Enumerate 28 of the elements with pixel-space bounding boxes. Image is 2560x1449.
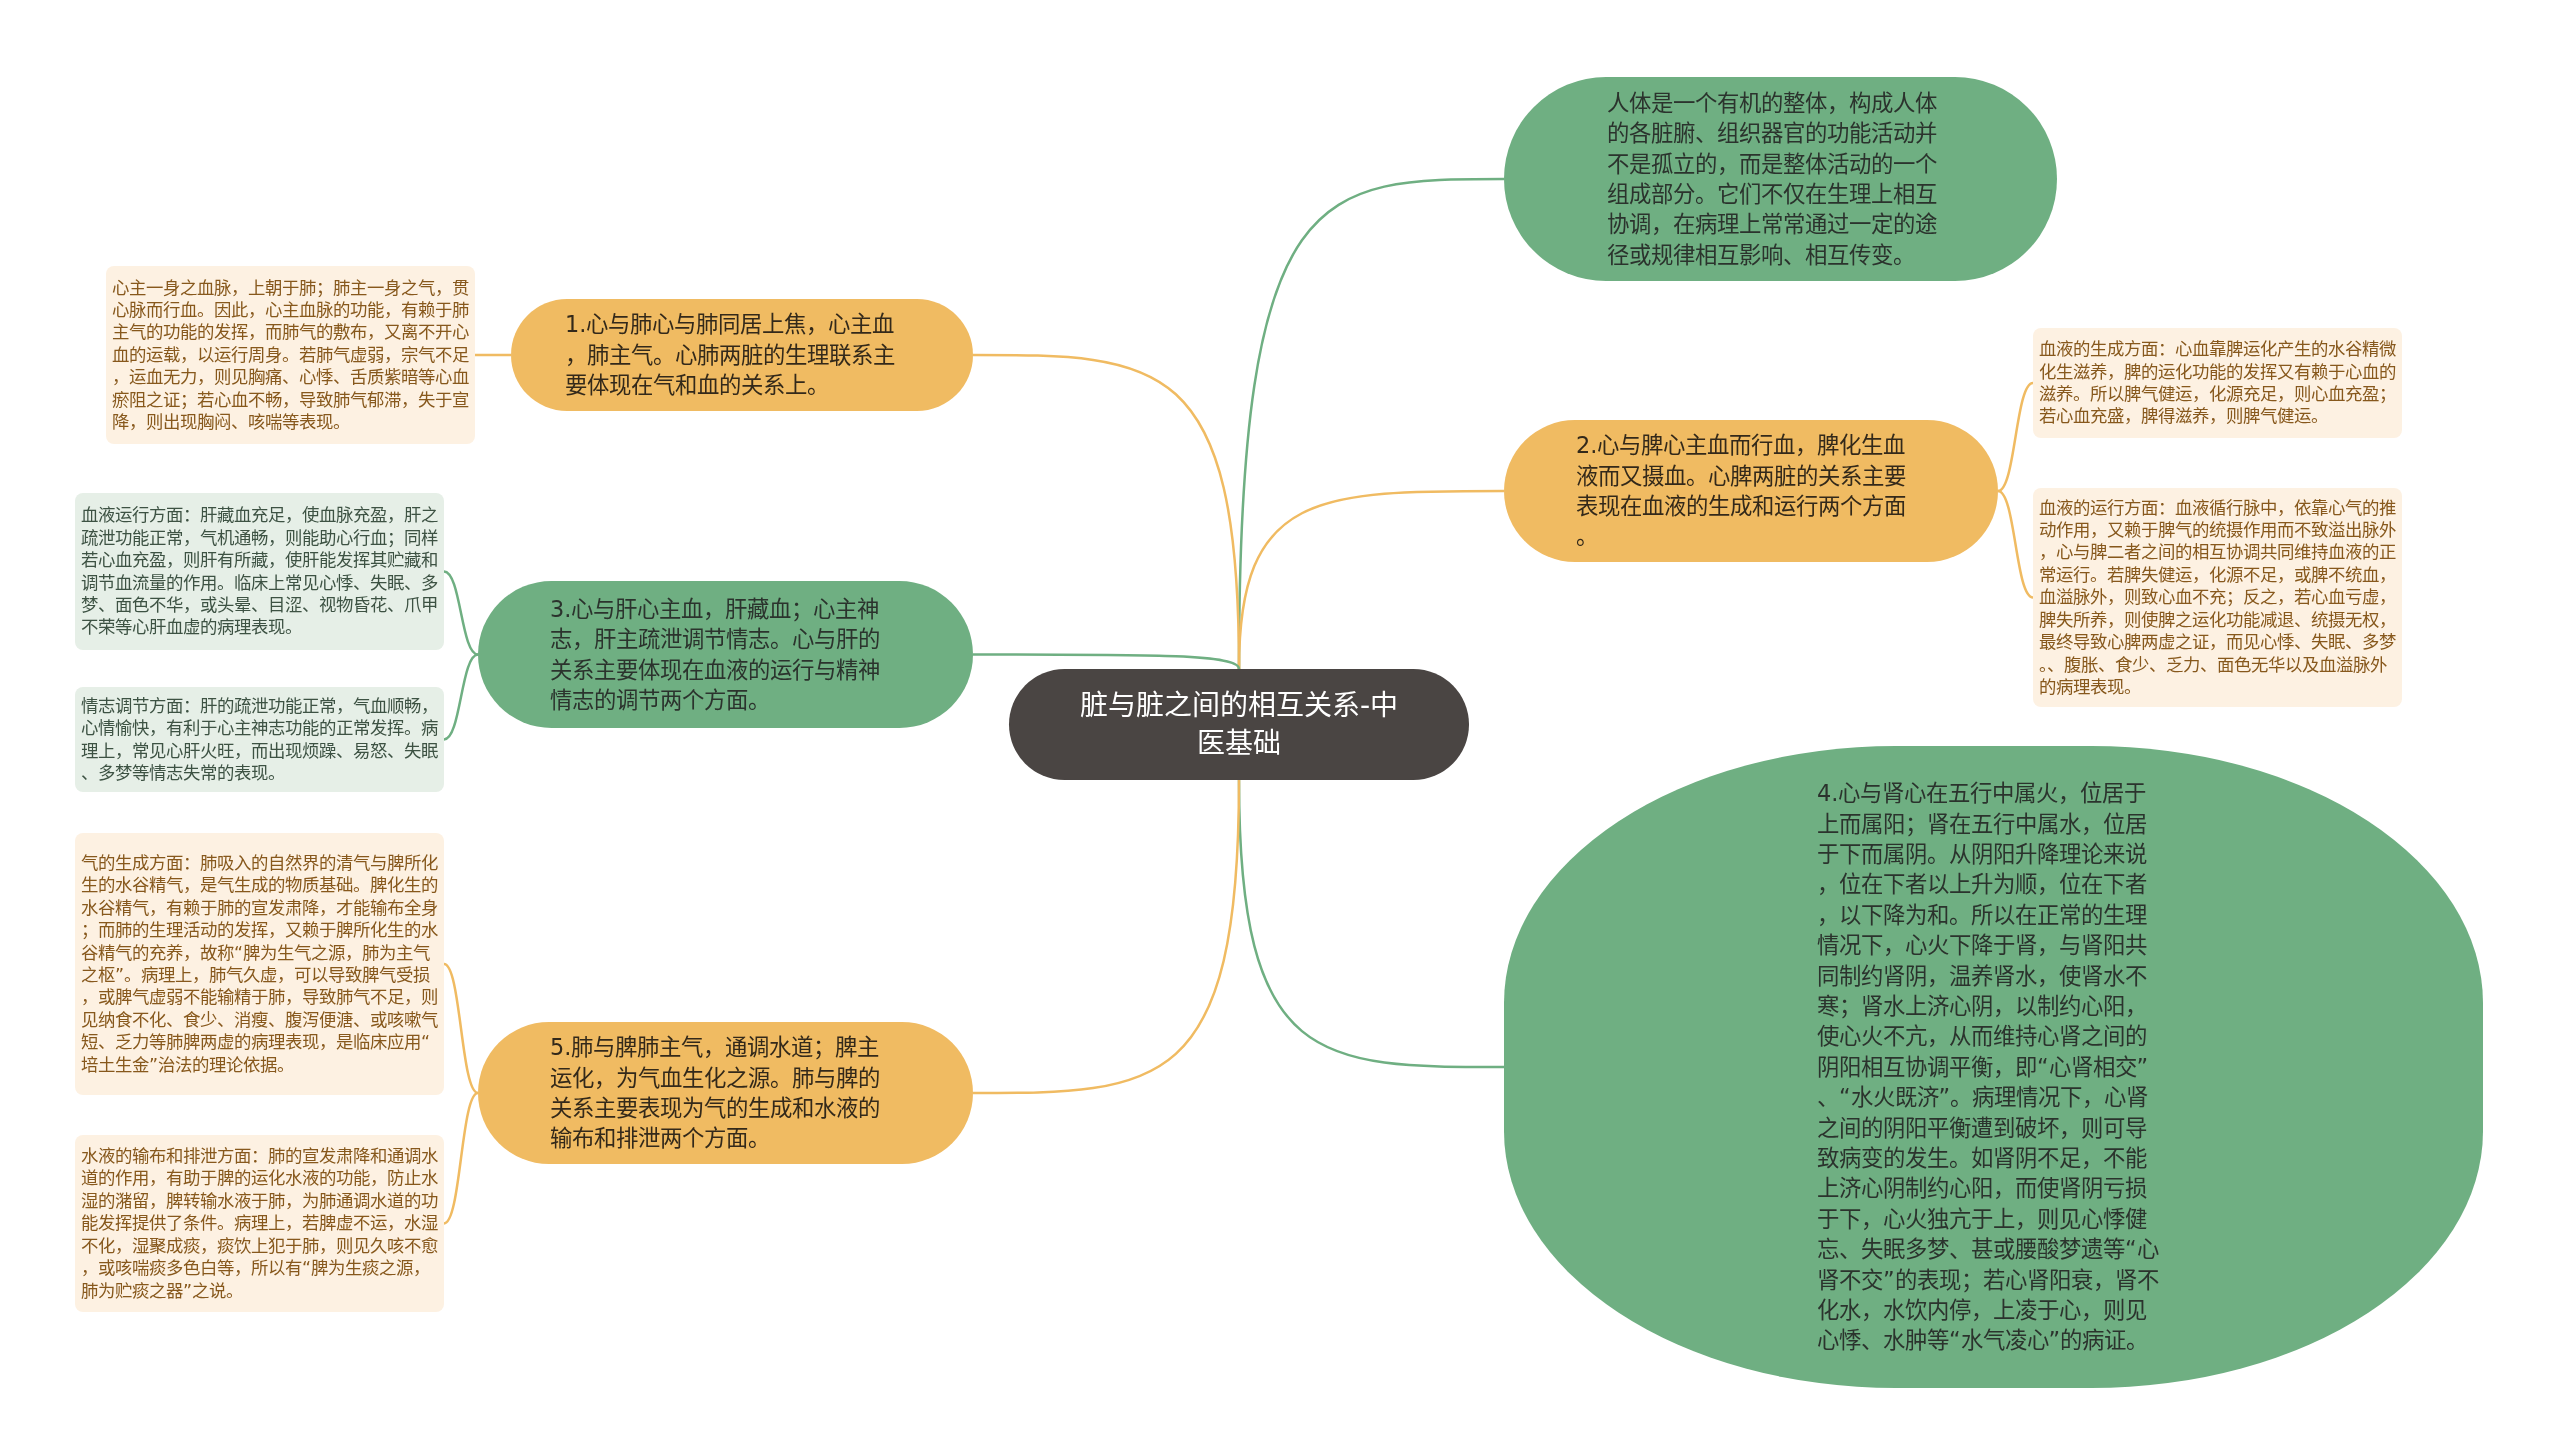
note-text: 气的生成方面：肺吸入的自然界的清气与脾所化生的水谷精气，是气生成的物质基础。脾化生的水谷精气，有赖于肺的宣发肃降，才能输布全身；而肺的生理活动的发挥，又赖于脾所化生的水谷精气的充养，故称“脾为生气之源，肺为主气之枢”。病理上，肺气久虚，可以导致脾气受损，或脾气虚弱不能输精于肺，导致肺气不足，则见纳食不化、食少、消瘦、腹泻便溏、或咳嗽气短、乏力等肺脾两虚的病理表现，是临床应用“培土生金”治法的理论依据。 bbox=[81, 851, 439, 1077]
connector-line bbox=[443, 570, 479, 656]
branch-text: 5.肺与脾肺主气，通调水道；脾主运化，为气血生化之源。肺与脾的关系主要表现为气的生成和水液的输布和排泄两个方面。 bbox=[550, 1033, 881, 1154]
branch-text: 3.心与肝心主血，肝藏血；心主神志，肝主疏泄调节情志。心与肝的关系主要体现在血液的运行与精神情志的调节两个方面。 bbox=[550, 594, 881, 715]
note-card bbox=[2033, 328, 2402, 438]
note-text: 血液的运行方面：血液循行脉中，依靠心气的推动作用，又赖于脾气的统摄作用而不致溢出脉外，心与脾二者之间的相互协调共同维持血液的正常运行。若脾失健运，化源不足，或脾不统血，血溢脉外，则致心血不充；反之，若心血亏虚，脾失所养，则使脾之运化功能减退、统摄无权，最终导致心脾两虚之证，而见心悸、失眠、多梦。、腹胀、食少、乏力、面色无华以及血溢脉外的病理表现。 bbox=[2039, 496, 2397, 699]
note-card bbox=[75, 493, 444, 650]
connector-line bbox=[443, 653, 479, 741]
connector-line bbox=[1237, 489, 1504, 670]
note-card bbox=[75, 833, 444, 1095]
connector-line bbox=[443, 962, 479, 1095]
connector-line bbox=[1997, 381, 2034, 493]
connector-line bbox=[1997, 489, 2034, 599]
connector-line bbox=[443, 1091, 479, 1225]
connector-line bbox=[475, 353, 511, 357]
note-text: 血液运行方面：肝藏血充足，使血脉充盈，肝之疏泄功能正常，气机通畅，则能助心行血；同样若心血充盈，则肝有所藏，使肝能发挥其贮藏和调节血流量的作用。临床上常见心悸、失眠、多梦、面色不华，或头晕、目涩、视物昏花、爪甲不荣等心肝血虚的病理表现。 bbox=[81, 504, 439, 639]
branch-text: 4.心与肾心在五行中属火，位居于上而属阳；肾在五行中属水，位居于下而属阴。从阴阳升降理论来说，位在下者以上升为顺，位在下者，以下降为和。所以在正常的生理情况下，心火下降于肾，与肾阳共同制约肾阴，温养肾水，使肾水不寒；肾水上济心阴，以制约心阳，使心火不亢，从而维持心肾之间的阴阳相互协调平衡，即“心肾相交”、“水火既济”。病理情况下，心肾之间的阴阳平衡遭到破坏，则可导致病变的发生。如肾阴不足，不能上济心阴制约心阳，而使肾阴亏损于下，心火独亢于上，则见心悸健忘、失眠多梦、甚或腰酸梦遗等“心肾不交”的表现；若心肾阳衰，肾不化水，水饮内停，上凌于心，则见心悸、水肿等“水气凌心”的病证。 bbox=[1817, 779, 2159, 1356]
note-text: 血液的生成方面：心血靠脾运化产生的水谷精微化生滋养，脾的运化功能的发挥又有赖于心血的滋养。所以脾气健运，化源充足，则心血充盈；若心血充盛，脾得滋养，则脾气健运。 bbox=[2039, 338, 2397, 428]
note-text: 情志调节方面：肝的疏泄功能正常，气血顺畅，心情愉快，有利于心主神志功能的正常发挥。病理上，常见心肝火旺，而出现烦躁、易怒、失眠、多梦等情志失常的表现。 bbox=[81, 694, 439, 785]
note-text: 水液的输布和排泄方面：肺的宣发肃降和通调水道的作用，有助于脾的运化水液的功能，防止水湿的潴留，脾转输水液于肺，为肺通调水道的功能发挥提供了条件。病理上，若脾虚不运，水湿不化，湿聚成痰，痰饮上犯于肺，则见久咳不愈，或咳喘痰多色白等，所以有“脾为生痰之源，肺为贮痰之器”之说。 bbox=[81, 1145, 439, 1302]
topic-text: 脏与脏之间的相互关系-中医基础 bbox=[1078, 687, 1400, 762]
connector-line bbox=[973, 653, 1241, 670]
branch-text: 人体是一个有机的整体，构成人体的各脏腑、组织器官的功能活动并不是孤立的，而是整体活动的一个组成部分。它们不仅在生理上相互协调，在病理上常常通过一定的途径或规律相互影响、相互传变。 bbox=[1607, 88, 1938, 270]
connector-line bbox=[973, 779, 1241, 1095]
branch-text: 2.心与脾心主血而行血，脾化生血液而又摄血。心脾两脏的关系主要表现在血液的生成和运行两个方面。 bbox=[1576, 431, 1907, 552]
note-card bbox=[75, 687, 444, 792]
note-text: 心主一身之血脉，上朝于肺；肺主一身之气，贯心脉而行血。因此，心主血脉的功能，有赖于肺主气的功能的发挥，而肺气的敷布，又离不开心血的运载，以运行周身。若肺气虚弱，宗气不足，运血无力，则见胸痛、心悸、舌质紫暗等心血瘀阻之证；若心血不畅，导致肺气郁滞，失于宣降，则出现胸闷、咳喘等表现。 bbox=[112, 276, 470, 434]
branch-text: 1.心与肺心与肺同居上焦，心主血，肺主气。心肺两脏的生理联系主要体现在气和血的关系上。 bbox=[565, 310, 896, 401]
